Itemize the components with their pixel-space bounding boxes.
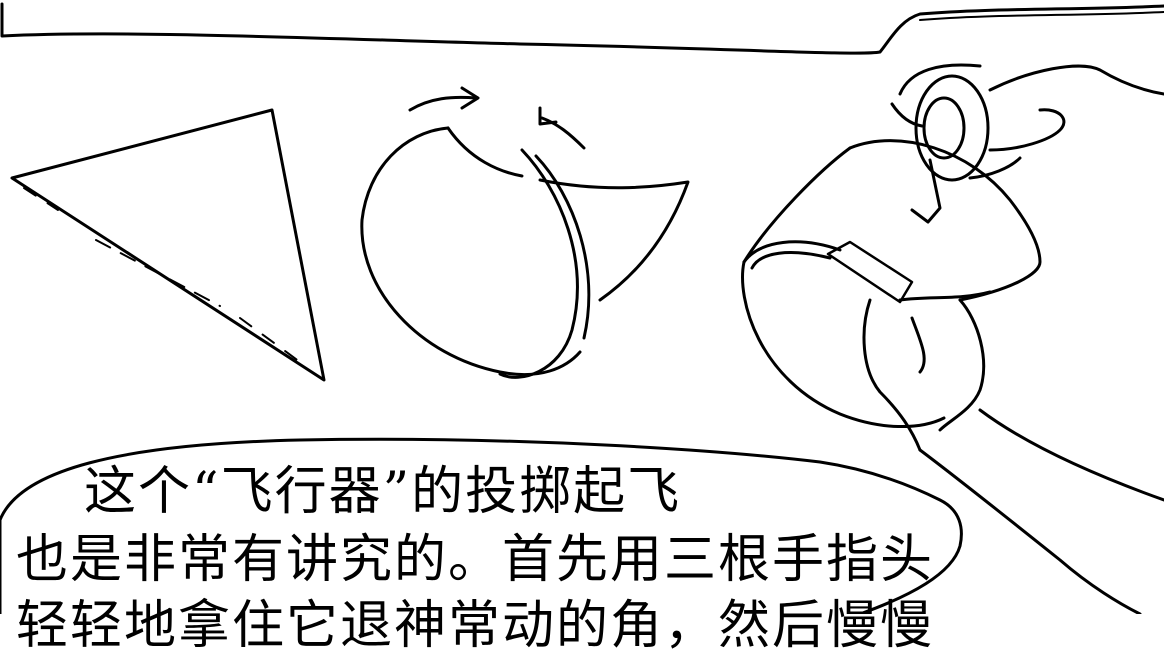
taped-cone bbox=[741, 139, 1042, 429]
comic-panel-illustration bbox=[0, 2, 1164, 614]
panel-border-top-inner bbox=[919, 11, 1164, 21]
triangle-paper-sheet bbox=[10, 108, 326, 382]
hand bbox=[862, 298, 1164, 614]
curl-arrow-icon bbox=[408, 86, 586, 150]
paper-cone bbox=[360, 126, 690, 379]
tape-roll bbox=[910, 74, 990, 224]
panel-border-top bbox=[0, 2, 1164, 55]
speech-bubble bbox=[0, 437, 963, 614]
hand bbox=[890, 63, 1164, 180]
